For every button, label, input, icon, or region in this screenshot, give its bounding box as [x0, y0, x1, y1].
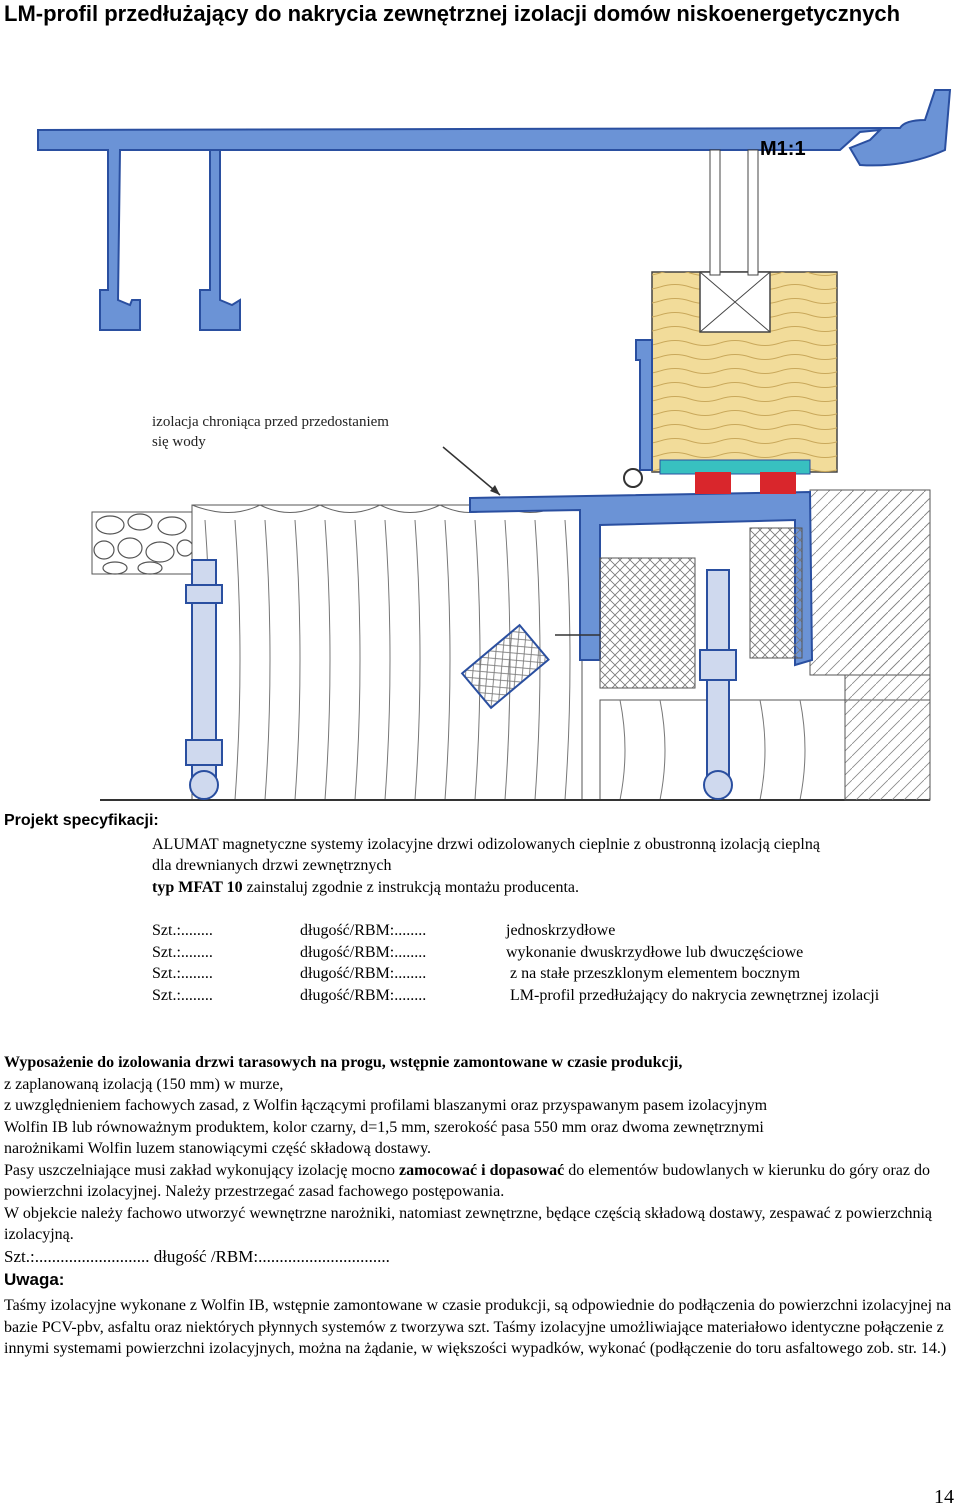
qty-field: Szt.:........: [152, 987, 213, 1004]
length-field: długość/RBM:........: [300, 987, 427, 1004]
note-heading: Uwaga:: [4, 1270, 65, 1289]
anchor-bolt-left: [185, 559, 223, 800]
anchor-bolt-right: [699, 569, 737, 800]
rubble-fill: [91, 511, 194, 575]
equipment-heading: Wyposażenie do izolowania drzwi tarasowy…: [4, 1054, 683, 1071]
page-title: LM-profil przedłużający do nakrycia zewn…: [4, 1, 901, 26]
variant-label: z na stałe przeszklonym elementem boczny…: [510, 965, 801, 982]
variant-label: jednoskrzydłowe: [506, 922, 616, 939]
equipment-line: narożnikami Wolfin luzem stanowiącymi cz…: [4, 1140, 432, 1157]
qty-field: Szt.:........: [152, 944, 213, 961]
variant-label: LM-profil przedłużający do nakrycia zewn…: [510, 987, 880, 1004]
equipment-qty: Szt.:........................... długość…: [4, 1246, 390, 1266]
length-field: długość/RBM:........: [300, 944, 427, 961]
qty-field: Szt.:........: [152, 922, 213, 939]
lm-profile-extension: M1:1: [37, 89, 952, 331]
threshold-cross-section-drawing: M1:1: [37, 89, 952, 801]
variant-label: wykonanie dwuskrzydłowe lub dwuczęściowe: [506, 944, 804, 961]
spec-type-line: typ MFAT 10 zainstaluj zgodnie z instruk…: [152, 877, 579, 898]
threshold-profile: [469, 339, 814, 667]
page-number: 14: [934, 1486, 954, 1508]
length-field: długość/RBM:........: [300, 922, 427, 939]
equipment-line: z uwzględnieniem fachowych zasad, z Wolf…: [4, 1097, 768, 1114]
drain-pipe: [460, 623, 550, 710]
qty-field: Szt.:........: [152, 965, 213, 982]
equipment-line: z zaplanowaną izolacją (150 mm) w murze,: [4, 1075, 284, 1093]
callout-line-1: izolacja chroniąca przed przedostaniem: [152, 414, 389, 430]
callout-text: izolacja chroniąca przed przedostaniem s…: [152, 412, 389, 452]
spec-heading: Projekt specyfikacji:: [4, 812, 159, 829]
hatched-block-right: [749, 527, 803, 659]
seal-paragraph: Pasy uszczelniające musi zakład wykonują…: [4, 1161, 930, 1201]
door-frame-wood: [651, 149, 838, 473]
spec-type-rest: zainstaluj zgodnie z instrukcją montażu …: [242, 879, 579, 896]
equipment-section: Wyposażenie do izolowania drzwi tarasowy…: [4, 1052, 956, 1267]
object-paragraph: W objekcie należy fachowo utworzyć wewnę…: [4, 1204, 933, 1244]
spec-line-1: ALUMAT magnetyczne systemy izolacyjne dr…: [152, 836, 820, 853]
spec-line-2: dla drewnianych drzwi zewnętrznych: [152, 857, 392, 874]
equipment-line: Wolfin IB lub równoważnym produktem, kol…: [4, 1118, 764, 1136]
spec-type-bold: typ MFAT 10: [152, 879, 243, 896]
scale-label: M1:1: [760, 138, 806, 160]
callout-line-2: się wody: [152, 434, 206, 450]
note-text: Taśmy izolacyjne wykonane z Wolfin IB, w…: [4, 1297, 952, 1357]
seal-emphasis: zamocować i dopasować: [398, 1161, 565, 1179]
hatched-block-left: [599, 557, 696, 689]
length-field: długość/RBM:........: [300, 965, 427, 982]
callout-arrow: [442, 446, 501, 496]
